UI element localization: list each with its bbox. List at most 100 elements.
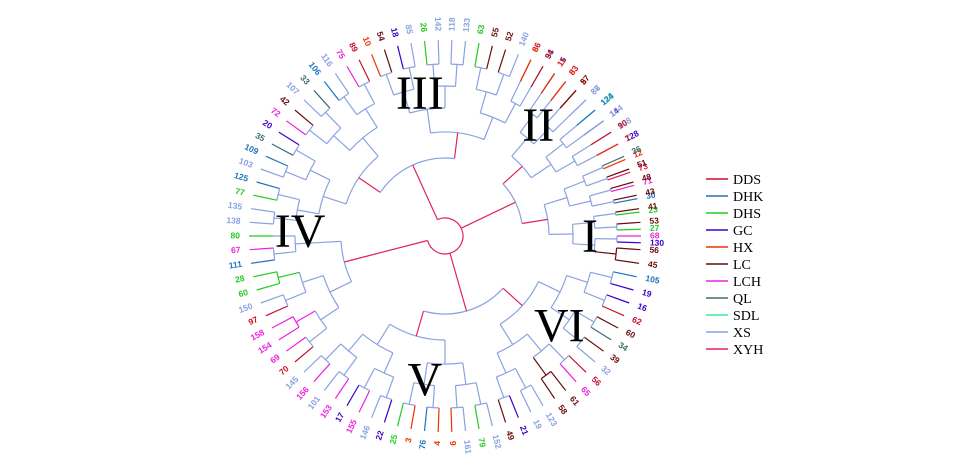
tree-branch: [475, 382, 482, 405]
leaf-label: 51: [636, 157, 649, 170]
tree-branch: [533, 127, 550, 145]
tree-branch: [566, 275, 588, 283]
tree-branch: [313, 89, 331, 109]
tree-branch: [313, 363, 331, 383]
leaf-label: 60: [237, 287, 249, 299]
root-arc: [427, 217, 464, 255]
tree-branch: [576, 109, 596, 126]
tree-branch: [343, 357, 358, 376]
leaf-label: 140: [516, 30, 531, 47]
tree-branch: [486, 45, 493, 70]
tree-branch: [250, 208, 275, 213]
leaf-label: 35: [254, 130, 267, 143]
tree-branch: [495, 376, 505, 398]
clade-label: VI: [534, 299, 585, 352]
tree-branch: [295, 242, 318, 245]
tree-branch: [519, 390, 532, 413]
tree-branch: [530, 384, 544, 407]
tree-branch: [249, 221, 274, 225]
tree-branch: [550, 81, 567, 101]
tree-branch: [496, 352, 507, 374]
tree-branch: [329, 281, 352, 293]
tree-branch: [260, 168, 284, 178]
tree-branch: [325, 111, 342, 129]
root-branch: [369, 239, 428, 257]
tree-branch: [511, 137, 528, 157]
clade-label: V: [407, 354, 442, 407]
tree-branch: [346, 65, 360, 88]
tree-arc: [426, 406, 440, 409]
tree-branch: [574, 310, 595, 323]
root-branch: [449, 253, 468, 312]
leaf-label: 154: [256, 340, 274, 356]
tree-arc: [498, 394, 510, 401]
tree-branch: [610, 181, 634, 190]
tree-branch: [483, 117, 494, 140]
tree-branch: [596, 316, 619, 329]
tree-branch: [256, 181, 280, 190]
leaf-label: 85: [404, 24, 416, 35]
tree-branch: [495, 74, 505, 96]
tree-arc: [380, 394, 392, 401]
tree-branch: [606, 294, 630, 304]
leaf-label: 155: [344, 418, 359, 435]
tree-arc: [455, 382, 477, 387]
tree-branch: [544, 107, 561, 125]
tree-branch: [343, 96, 358, 115]
tree-branch: [297, 209, 320, 215]
leaf-label: 2: [578, 76, 589, 86]
leaf-label: 72: [269, 105, 283, 119]
tree-branch: [432, 64, 436, 87]
legend-label: DHK: [733, 190, 763, 205]
tree-branch: [450, 40, 453, 65]
tree-branch: [540, 378, 556, 399]
tree-branch: [294, 346, 314, 363]
tree-branch: [532, 357, 547, 376]
tree-arc: [498, 71, 510, 78]
tree-branch: [286, 336, 307, 352]
tree-branch: [295, 149, 316, 162]
leaf-label: 164: [607, 102, 625, 119]
tree-branch: [410, 42, 416, 67]
tree-arc: [358, 80, 370, 88]
tree-branch: [294, 109, 314, 126]
tree-arc: [358, 384, 370, 392]
tree-branch: [590, 271, 613, 279]
leaf-label: 116: [319, 51, 335, 68]
leaf-label: 133: [461, 17, 472, 32]
tree-branch: [536, 100, 552, 119]
tree-branch: [615, 259, 640, 264]
tree-arc: [356, 103, 375, 116]
tree-branch: [591, 201, 614, 207]
tree-branch: [586, 178, 608, 187]
leaf-label: 65: [579, 384, 593, 398]
tree-branch: [303, 355, 322, 373]
leaf-label: 17: [333, 410, 347, 423]
tree-arc: [322, 275, 340, 308]
tree-branch: [603, 158, 626, 170]
tree-branch: [486, 402, 493, 427]
leaf-label: 10: [361, 35, 374, 48]
leaf-label: 89: [347, 41, 360, 54]
tree-branch: [423, 362, 428, 385]
leaf-label: 56: [590, 374, 604, 388]
tree-arc: [544, 124, 554, 133]
tree-branch: [559, 363, 577, 383]
leaf-label: 36: [630, 143, 643, 156]
tree-branch: [594, 251, 617, 255]
leaf-label: 45: [647, 259, 658, 270]
leaf-label: 67: [231, 245, 241, 256]
tree-branch: [302, 275, 324, 283]
leaf-label: 42: [278, 94, 292, 108]
tree-branch: [550, 371, 567, 391]
leaf-label: 105: [645, 273, 661, 286]
tree-branch: [250, 259, 275, 264]
tree-branch: [260, 294, 284, 304]
tree-branch: [432, 385, 436, 408]
tree-branch: [253, 194, 277, 201]
tree-branch: [497, 399, 507, 423]
tree-branch: [363, 83, 376, 104]
tree-branch: [497, 49, 507, 73]
tree-branch: [364, 108, 378, 128]
